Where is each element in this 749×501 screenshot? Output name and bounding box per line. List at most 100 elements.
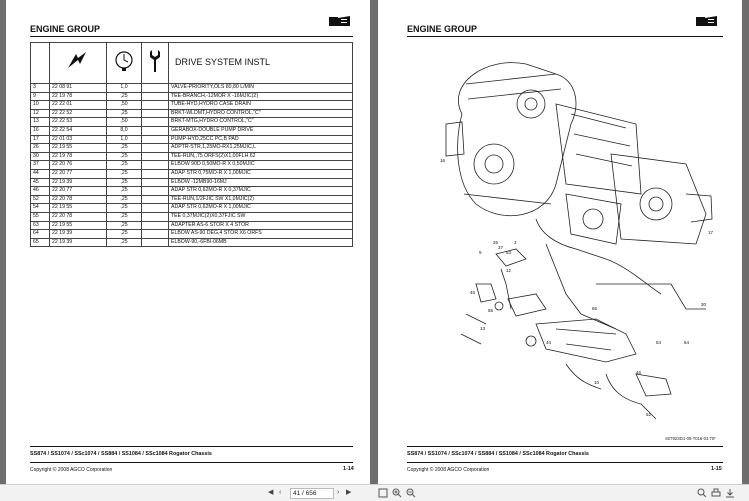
description-cell: TUBE-HYD,HYDRO CASE DRAIN — [168, 100, 353, 110]
quantity-cell: ,25 — [106, 186, 142, 196]
footer-rule — [30, 446, 353, 447]
callout-52: 52 — [646, 412, 652, 417]
page-number-field[interactable]: 41 / 656 — [290, 488, 334, 499]
quantity-cell: ,25 — [106, 143, 142, 153]
previous-page-button[interactable]: ◀ — [268, 489, 274, 496]
next-page-button[interactable]: ▶ — [346, 489, 352, 496]
description-cell: TEE-RUN,,75 ORFS(2)X1,00FLH 62 — [168, 151, 353, 162]
callout-65: 65 — [592, 306, 598, 311]
item-number-cell: 44 — [30, 168, 50, 179]
callout-3: 3 — [514, 240, 517, 245]
quantity-cell: ,25 — [106, 211, 142, 222]
quantity-cell: ,25 — [106, 237, 142, 248]
callout-37: 37 — [498, 245, 504, 250]
quantity-cell: ,25 — [106, 91, 142, 102]
quantity-cell: ,25 — [106, 220, 142, 231]
copyright: Copyright © 2008 AGCO Corporation — [407, 467, 490, 473]
download-icon[interactable] — [725, 488, 735, 498]
callout-55: 55 — [488, 308, 494, 313]
print-icon[interactable] — [711, 488, 721, 498]
part-number-cell: 22 19 39 — [49, 177, 107, 188]
item-number-cell: 12 — [30, 108, 50, 119]
part-number-cell: 22 01 03 — [49, 134, 107, 145]
callout-17: 17 — [708, 230, 714, 235]
quantity-cell: ,25 — [106, 194, 142, 205]
tool-cell — [141, 143, 169, 153]
footer-title: SS874 / SS1074 / SSc1074 / SS884 / SS108… — [407, 451, 589, 457]
left-page: ENGINE GROUP — [6, 0, 370, 484]
next-button[interactable]: › — [337, 489, 340, 496]
part-number-cell: 22 19 55 — [49, 203, 107, 213]
part-number-cell: 22 19 78 — [49, 151, 107, 162]
search-icon[interactable] — [697, 488, 707, 498]
item-number-cell: 10 — [30, 100, 50, 110]
quantity-cell: ,25 — [106, 108, 142, 119]
page-number: 1-14 — [343, 466, 354, 472]
tool-cell — [141, 100, 169, 110]
quantity-cell: ,25 — [106, 168, 142, 179]
zoom-out-icon[interactable] — [406, 488, 416, 498]
callout-9: 9 — [479, 250, 482, 255]
description-cell: BRKT-MTG,HYDRO CONTROL,"C" — [168, 117, 353, 127]
description-cell: TEE 0,37MJIC(2)X0,37FJIC SW — [168, 211, 353, 222]
callout-26: 26 — [493, 240, 499, 245]
previous-button[interactable]: ‹ — [279, 489, 282, 496]
item-column-header — [30, 42, 50, 84]
part-number-cell: 22 22 01 — [49, 100, 107, 110]
quantity-column-header — [106, 42, 142, 84]
callout-10: 10 — [594, 380, 600, 385]
copyright: Copyright © 2008 AGCO Corporation — [30, 467, 113, 473]
quantity-cell: ,25 — [106, 203, 142, 213]
footer-rule — [407, 446, 723, 447]
tool-cell — [141, 151, 169, 162]
description-cell: ADAP STR 0,62MO-R X 1,00MJIC — [168, 203, 353, 213]
book-icon — [329, 16, 350, 26]
description-cell: ADAP STR 0,62MO-R X 0,37MJIC — [168, 186, 353, 196]
part-number-cell: 22 20 77 — [49, 168, 107, 179]
tool-cell — [141, 168, 169, 179]
fit-page-icon[interactable] — [378, 488, 388, 498]
callout-45: 45 — [470, 290, 476, 295]
viewer-toolbar: ◀ ‹ 41 / 656 › ▶ — [0, 484, 749, 501]
callout-46: 46 — [636, 370, 642, 375]
item-number-cell: 26 — [30, 143, 50, 153]
part-number-cell: 22 20 76 — [49, 160, 107, 170]
callout-44: 44 — [546, 340, 552, 345]
part-number-cell: 22 20 78 — [49, 211, 107, 222]
item-number-cell: 9 — [30, 91, 50, 102]
quantity-cell: ,50 — [106, 117, 142, 127]
item-number-cell: 3 — [30, 83, 50, 93]
header-rule — [407, 36, 723, 37]
description-cell: TEE-RUN,1/2FJIC SW X1,0MJIC(2) — [168, 194, 353, 205]
item-number-cell: 46 — [30, 186, 50, 196]
tool-cell — [141, 117, 169, 127]
tool-cell — [141, 220, 169, 231]
callout-54: 54 — [656, 340, 662, 345]
header-rule — [30, 36, 353, 37]
tool-cell — [141, 91, 169, 102]
callout-16: 16 — [440, 158, 446, 163]
part-number-cell: 22 19 78 — [49, 91, 107, 102]
clock-icon — [115, 51, 133, 72]
quantity-cell: ,25 — [106, 229, 142, 239]
item-number-cell: 54 — [30, 203, 50, 213]
callout-64: 64 — [684, 340, 690, 345]
callout-30: 30 — [701, 302, 707, 307]
description-cell: BRKT-WLDMT,HYDRO CONTROL,"C" — [168, 108, 353, 119]
table-header-row: DRIVE SYSTEM INSTL — [30, 42, 353, 84]
quantity-cell: ,25 — [106, 177, 142, 188]
zoom-in-icon[interactable] — [392, 488, 402, 498]
description-cell: ELBOW 90D 0,50MO-R X 0,50MJIC — [168, 160, 353, 170]
tool-cell — [141, 229, 169, 239]
